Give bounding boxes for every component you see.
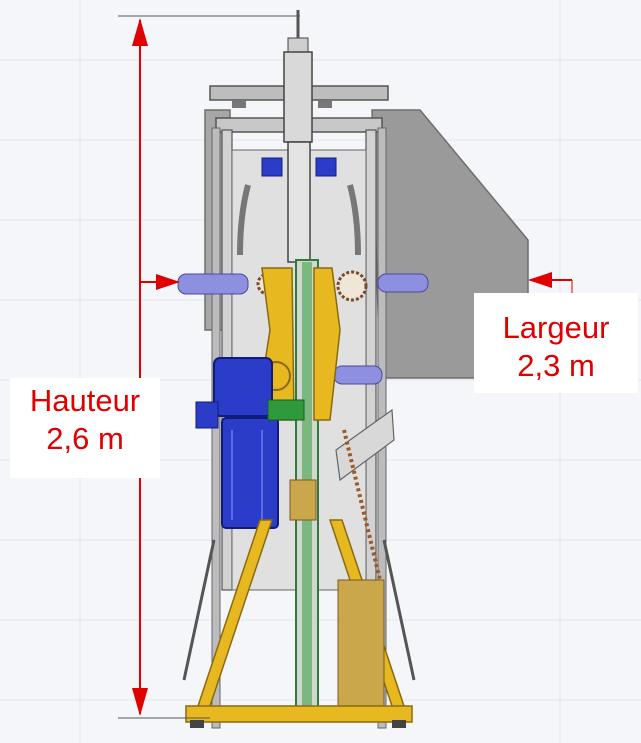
height-label-text: Hauteur xyxy=(29,383,141,418)
height-arrow-bottom xyxy=(132,688,148,716)
blue-motor xyxy=(195,357,305,529)
height-label: Hauteur 2,6 m xyxy=(10,378,160,478)
height-arrow-top xyxy=(132,18,148,46)
width-label-text: Largeur xyxy=(502,310,610,345)
width-arrow-right xyxy=(528,272,552,288)
chute xyxy=(289,408,395,581)
width-label: Largeur 2,3 m xyxy=(474,293,638,393)
width-value-text: 2,3 m xyxy=(517,348,595,383)
blue-clamps xyxy=(237,157,361,256)
yellow-legs xyxy=(182,519,416,728)
height-dimension-line xyxy=(118,15,300,719)
height-value-text: 2,6 m xyxy=(46,421,124,456)
width-arrow-left xyxy=(156,274,180,290)
